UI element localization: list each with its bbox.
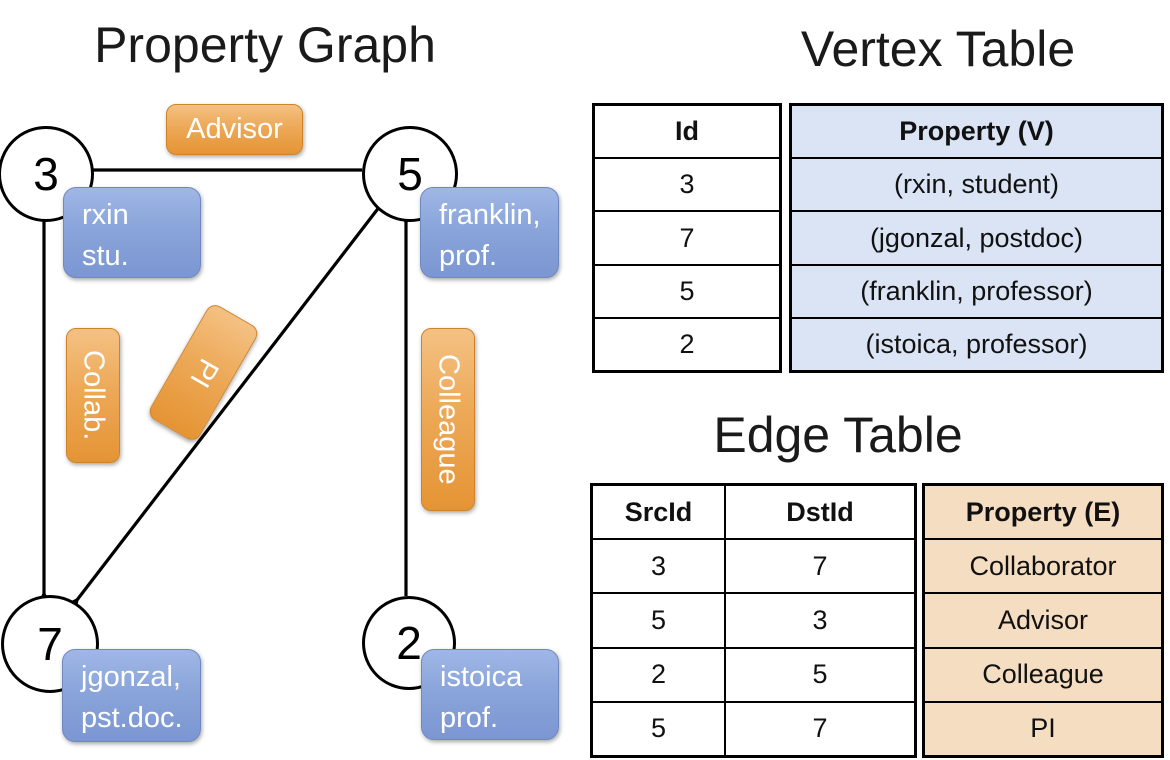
edge-table-title: Edge Table — [713, 407, 963, 463]
vertex-property-line: franklin, — [439, 199, 541, 231]
edge-src-cell: 2 — [650, 659, 667, 690]
vertex-property-line: pst.doc. — [81, 702, 183, 735]
edge-table-dst-header: DstId — [724, 486, 914, 539]
edge-src-cell: 5 — [650, 605, 667, 635]
edge-dst-cell: 3 — [724, 594, 914, 647]
vertex-property-line: jgonzal, — [81, 661, 181, 693]
edge-label-colleague: Colleague — [421, 328, 475, 511]
vertex-property-box-istoica: istoica prof. — [421, 649, 559, 740]
vertex-table-property-header: Property (V) — [899, 116, 1054, 147]
edge-src-cell: 3 — [650, 550, 667, 581]
edge-label-collab: Collab. — [66, 328, 120, 463]
vertex-table-title: Vertex Table — [800, 21, 1076, 77]
edge-pi-5-to-7 — [77, 205, 382, 600]
vertex-table-id-column: Id 3 7 5 2 — [592, 103, 782, 373]
vertex-property-line: stu. — [82, 240, 129, 273]
edge-src-cell: 5 — [650, 713, 667, 744]
vertex-property-box-jgonzal: jgonzal, pst.doc. — [62, 649, 201, 742]
vertex-id-cell: 2 — [679, 328, 695, 359]
vertex-property-cell: (rxin, student) — [893, 169, 1060, 200]
vertex-id-cell: 7 — [679, 222, 695, 253]
edge-dst-cell: 5 — [724, 648, 914, 701]
vertex-property-line: istoica — [440, 661, 523, 693]
edge-table-id-columns: SrcId DstId 3 7 5 3 2 5 5 7 — [590, 483, 917, 758]
vertex-property-cell: (franklin, professor) — [860, 275, 1093, 306]
vertex-property-box-rxin: rxin stu. — [63, 187, 201, 278]
edge-label-advisor: Advisor — [166, 104, 303, 155]
edge-dst-cell: 7 — [724, 702, 914, 756]
graph-edges-layer — [0, 0, 585, 760]
vertex-property-cell: (jgonzal, postdoc) — [869, 222, 1084, 253]
graph-node-2: 2 — [362, 596, 456, 690]
vertex-property-box-franklin: franklin, prof. — [420, 187, 559, 278]
vertex-property-line: prof. — [439, 240, 498, 273]
edge-property-cell: Advisor — [997, 605, 1089, 635]
vertex-property-line: rxin — [82, 199, 129, 231]
vertex-id-cell: 3 — [679, 169, 695, 200]
edge-property-cell: Collaborator — [969, 550, 1117, 581]
vertex-property-cell: (istoica, professor) — [865, 328, 1088, 359]
edge-property-cell: PI — [1030, 713, 1056, 744]
vertex-table-property-column: Property (V) (rxin, student) (jgonzal, p… — [789, 103, 1164, 373]
edge-table-src-header: SrcId — [624, 496, 693, 527]
vertex-table-id-header: Id — [675, 116, 699, 147]
edge-property-cell: Colleague — [982, 659, 1104, 690]
edge-table-property-header: Property (E) — [965, 496, 1121, 527]
property-graph-title: Property Graph — [94, 17, 436, 73]
edge-dst-cell: 7 — [724, 540, 914, 593]
vertex-property-line: prof. — [440, 702, 499, 735]
edge-table-property-column: Property (E) Collaborator Advisor Collea… — [922, 483, 1164, 758]
vertex-id-cell: 5 — [679, 275, 695, 306]
